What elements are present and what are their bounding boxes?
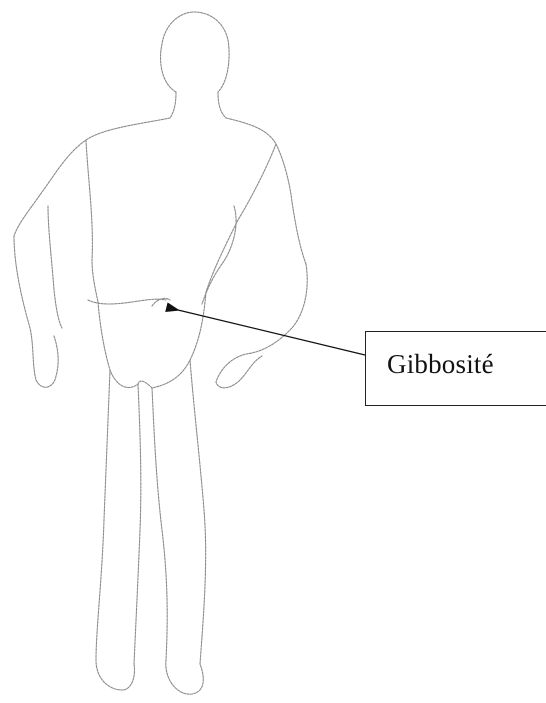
waist-outline — [88, 298, 170, 306]
right-leg-outline — [152, 360, 206, 694]
annotation-arrow — [178, 310, 365, 355]
annotation-label: Gibbosité — [387, 349, 494, 380]
right-arm-outline — [202, 206, 307, 388]
annotation-label-box: Gibbosité — [365, 331, 546, 406]
left-leg-outline — [96, 370, 141, 690]
shoulders-outline — [14, 118, 306, 264]
head-outline — [161, 12, 230, 92]
neck-outline — [170, 92, 226, 118]
torso-outline — [86, 140, 276, 302]
left-arm-outline — [14, 206, 62, 387]
